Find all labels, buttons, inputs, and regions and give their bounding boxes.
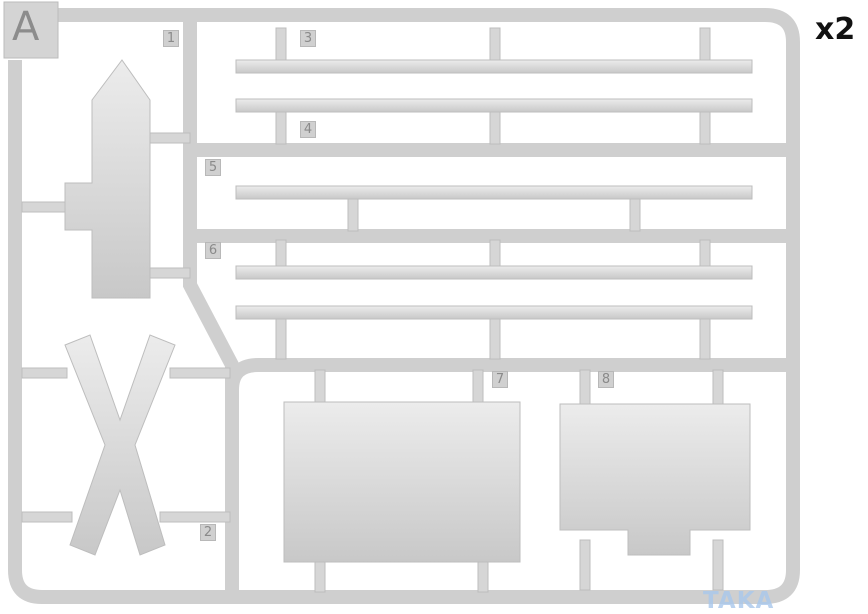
part-number-8: 8 xyxy=(598,371,614,388)
sprue-gates xyxy=(21,27,724,593)
parts xyxy=(64,59,753,563)
sprue-letter: A xyxy=(12,4,40,50)
quantity-label: x2 xyxy=(815,12,856,47)
sprue-tag xyxy=(3,1,59,59)
part-number-5: 5 xyxy=(205,159,221,176)
part-5 xyxy=(235,185,753,200)
part-number-3: 3 xyxy=(300,30,316,47)
part-number-2: 2 xyxy=(200,524,216,541)
part-1 xyxy=(64,59,151,299)
part-number-7: 7 xyxy=(492,371,508,388)
part-6b xyxy=(235,305,753,320)
part-3b xyxy=(235,98,753,113)
part-6a xyxy=(235,265,753,280)
part-number-6: 6 xyxy=(205,242,221,259)
sprue-frame xyxy=(8,8,800,604)
part-3a xyxy=(235,59,753,74)
part-number-4: 4 xyxy=(300,121,316,138)
part-number-1: 1 xyxy=(163,30,179,47)
part-2 xyxy=(64,334,176,556)
part-8 xyxy=(559,403,751,556)
watermark: TAKA Hobby xyxy=(703,588,775,614)
part-7 xyxy=(283,401,521,563)
